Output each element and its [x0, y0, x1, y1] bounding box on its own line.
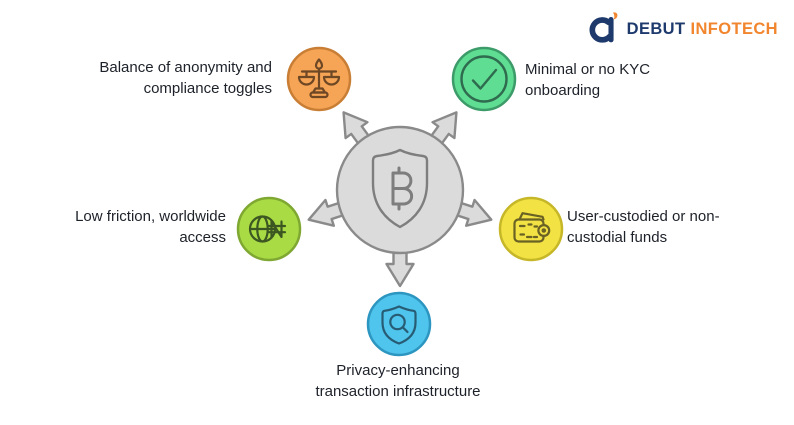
node-privacy-infrastructure: [366, 291, 432, 357]
label-line: User-custodied or non-: [567, 208, 720, 225]
label-anonymity-compliance: Balance of anonymity and compliance togg…: [40, 57, 272, 99]
label-line: custodial funds: [567, 229, 668, 246]
node-anonymity-compliance: [286, 46, 352, 112]
label-line: Privacy-enhancing: [336, 362, 460, 379]
node-circle: [366, 291, 432, 357]
label-line: transaction infrastructure: [315, 383, 481, 400]
node-custody-funds: [498, 196, 564, 262]
node-circle: [498, 196, 564, 262]
label-line: access: [179, 229, 226, 246]
label-line: Low friction, worldwide: [75, 208, 226, 225]
label-line: onboarding: [525, 82, 601, 99]
label-line: Balance of anonymity and: [99, 59, 272, 76]
node-worldwide-access: [236, 196, 302, 262]
label-kyc-onboarding: Minimal or no KYC onboarding: [525, 59, 730, 101]
check-circle-icon: [460, 55, 508, 103]
wallet-icon: [513, 212, 551, 243]
logo-brand-secondary: INFOTECH: [690, 19, 778, 38]
logo-brand-primary: DEBUT: [626, 19, 686, 38]
label-line: compliance toggles: [143, 80, 272, 97]
label-custody-funds: User-custodied or non- custodial funds: [567, 206, 782, 248]
balance-scale-icon: [297, 58, 341, 99]
globe-currency-icon: [248, 215, 287, 243]
label-line: Minimal or no KYC: [525, 61, 651, 78]
label-privacy-infrastructure: Privacy-enhancing transaction infrastruc…: [268, 360, 528, 402]
label-worldwide-access: Low friction, worldwide access: [26, 206, 226, 248]
node-kyc-onboarding: [451, 46, 517, 112]
bitcoin-shield-icon: [371, 148, 429, 229]
debut-infotech-logo-mark: [589, 12, 618, 43]
shield-magnifier-icon: [381, 305, 417, 345]
bitcoin-hub: [307, 111, 493, 288]
